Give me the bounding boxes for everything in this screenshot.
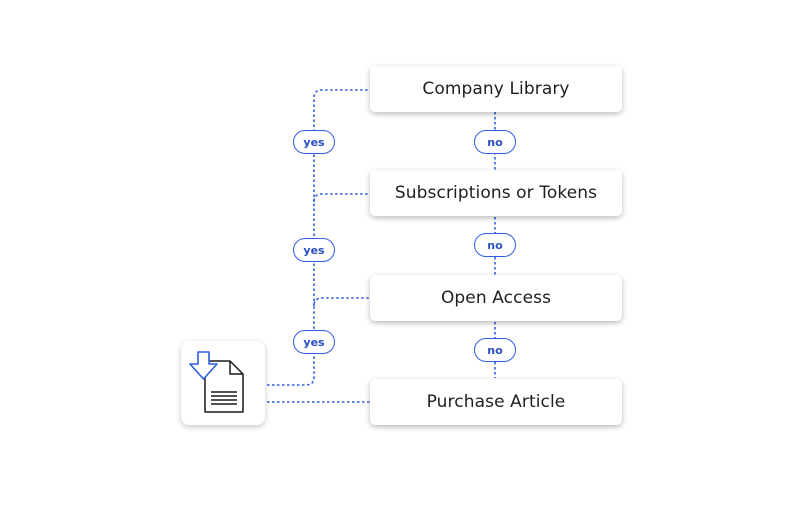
box-label: Subscriptions or Tokens bbox=[394, 183, 598, 203]
download-document-icon bbox=[189, 351, 244, 413]
no-pill: no bbox=[474, 233, 516, 257]
document-card bbox=[181, 341, 265, 425]
yes-pill: yes bbox=[293, 330, 335, 354]
subscriptions-or-tokens-box: Subscriptions or Tokens bbox=[370, 170, 622, 216]
yes-pill: yes bbox=[293, 130, 335, 154]
yes-pill: yes bbox=[293, 238, 335, 262]
no-pill: no bbox=[474, 338, 516, 362]
company-library-box: Company Library bbox=[370, 66, 622, 112]
box-label: Company Library bbox=[422, 79, 570, 99]
open-access-box: Open Access bbox=[370, 275, 622, 321]
yes-connector-line bbox=[313, 89, 370, 202]
no-pill: no bbox=[474, 130, 516, 154]
purchase-article-box: Purchase Article bbox=[370, 379, 622, 425]
yes-connector-line bbox=[313, 193, 370, 306]
box-label: Purchase Article bbox=[426, 392, 566, 412]
box-label: Open Access bbox=[440, 288, 552, 308]
